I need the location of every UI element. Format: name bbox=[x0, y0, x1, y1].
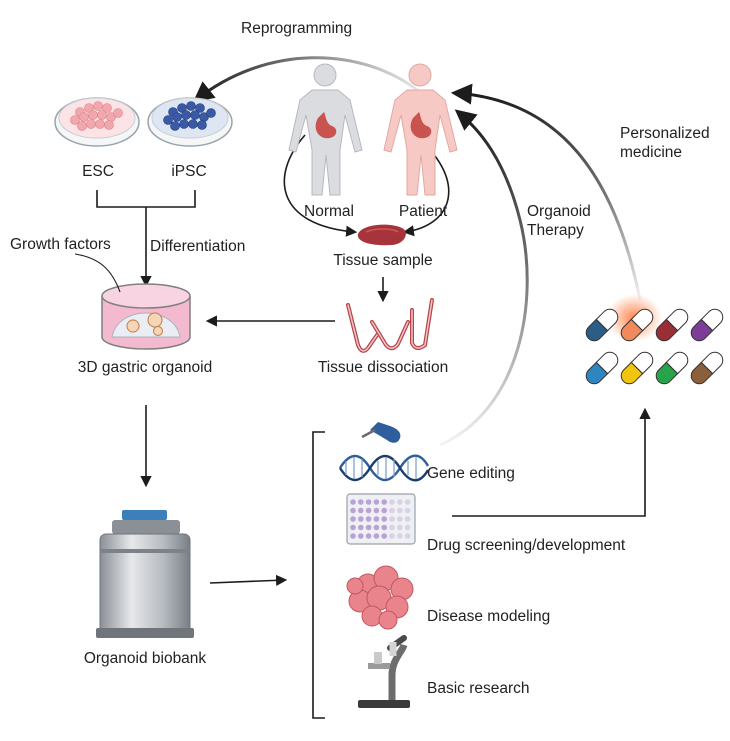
personalized-medicine-arrow bbox=[450, 83, 642, 301]
pill-icon bbox=[655, 308, 689, 342]
organoid-dish-icon bbox=[101, 283, 191, 350]
well bbox=[397, 533, 403, 539]
ipsc-label: iPSC bbox=[171, 163, 207, 180]
well bbox=[404, 533, 411, 539]
tissue-dissociation-label: Tissue dissociation bbox=[317, 359, 449, 376]
well bbox=[381, 499, 388, 505]
well bbox=[389, 516, 395, 522]
patient-stomach-icon bbox=[410, 112, 432, 139]
cryo-tank-icon bbox=[96, 510, 194, 638]
pill-grid bbox=[585, 308, 724, 385]
drug-to-pills-arrow bbox=[452, 407, 651, 517]
pill-icon bbox=[620, 308, 654, 342]
normal-label: Normal bbox=[304, 203, 354, 220]
personalized-medicine-label-line1: Personalized bbox=[620, 125, 710, 142]
reprogramming-label: Reprogramming bbox=[241, 20, 353, 37]
pill-icon bbox=[585, 308, 619, 342]
ipsc-dish-icon bbox=[147, 97, 233, 147]
well bbox=[381, 533, 388, 539]
well bbox=[365, 533, 372, 539]
pill-icon bbox=[690, 308, 724, 342]
well bbox=[373, 499, 380, 505]
well bbox=[389, 507, 395, 514]
arrows bbox=[96, 56, 651, 719]
reprogramming-arrow bbox=[192, 56, 421, 103]
well bbox=[389, 499, 395, 505]
well bbox=[358, 507, 364, 514]
well bbox=[358, 533, 364, 539]
well bbox=[350, 524, 356, 531]
tissue-sample-label: Tissue sample bbox=[333, 252, 433, 269]
well bbox=[358, 499, 364, 505]
well bbox=[365, 499, 372, 505]
pill-icon bbox=[620, 351, 654, 385]
drug-screening-label: Drug screening/development bbox=[427, 537, 626, 554]
well bbox=[358, 516, 364, 522]
well bbox=[373, 516, 380, 522]
well bbox=[365, 507, 372, 514]
cell-cluster-icon bbox=[346, 565, 414, 630]
well bbox=[381, 524, 388, 531]
well bbox=[381, 516, 388, 522]
well bbox=[397, 516, 403, 522]
normal-body-icon bbox=[288, 63, 363, 196]
patient-label: Patient bbox=[398, 203, 448, 220]
well bbox=[373, 533, 380, 539]
well bbox=[350, 516, 356, 522]
differentiation-label: Differentiation bbox=[150, 238, 246, 255]
disease-modeling-label: Disease modeling bbox=[427, 608, 551, 625]
well bbox=[389, 533, 395, 539]
well bbox=[397, 524, 403, 531]
well bbox=[365, 524, 372, 531]
well bbox=[350, 533, 356, 539]
esc-dish-icon bbox=[54, 97, 140, 147]
well bbox=[404, 507, 411, 514]
well bbox=[350, 507, 356, 514]
basic-research-label: Basic research bbox=[427, 680, 530, 697]
dna-hand-icon bbox=[338, 422, 430, 482]
organoid-therapy-arrow bbox=[439, 109, 529, 447]
well bbox=[404, 516, 411, 522]
organoid-therapy-label-line2: Therapy bbox=[527, 222, 584, 239]
esc-label: ESC bbox=[82, 163, 114, 180]
pill-icon bbox=[690, 351, 724, 385]
well bbox=[350, 499, 356, 505]
gene-editing-label: Gene editing bbox=[427, 465, 515, 482]
personalized-medicine-label-line2: medicine bbox=[620, 144, 683, 161]
well bbox=[358, 524, 364, 531]
esc-ipsc-bracket bbox=[96, 190, 196, 208]
well bbox=[397, 499, 403, 505]
pill-icon bbox=[585, 351, 619, 385]
applications-bracket bbox=[312, 431, 325, 719]
pill-icon bbox=[655, 351, 689, 385]
tissue-sample-icon bbox=[357, 224, 406, 246]
gastric-organoid-label: 3D gastric organoid bbox=[77, 359, 213, 376]
well bbox=[373, 524, 380, 531]
organoid-therapy-label-line1: Organoid bbox=[527, 203, 591, 220]
tubes-icon bbox=[346, 298, 434, 353]
well bbox=[373, 507, 380, 514]
organoid-biobank-label: Organoid biobank bbox=[83, 650, 207, 667]
well-plate-icon bbox=[346, 493, 416, 545]
well bbox=[389, 524, 395, 531]
biobank-to-applications-arrow bbox=[209, 574, 288, 586]
normal-stomach-icon bbox=[315, 112, 337, 139]
growth-factors-label: Growth factors bbox=[10, 236, 111, 253]
well bbox=[404, 499, 411, 505]
well bbox=[397, 507, 403, 514]
patient-body-icon bbox=[383, 63, 458, 196]
well bbox=[365, 516, 372, 522]
well bbox=[404, 524, 411, 531]
well bbox=[381, 507, 388, 514]
microscope-icon bbox=[358, 635, 410, 708]
